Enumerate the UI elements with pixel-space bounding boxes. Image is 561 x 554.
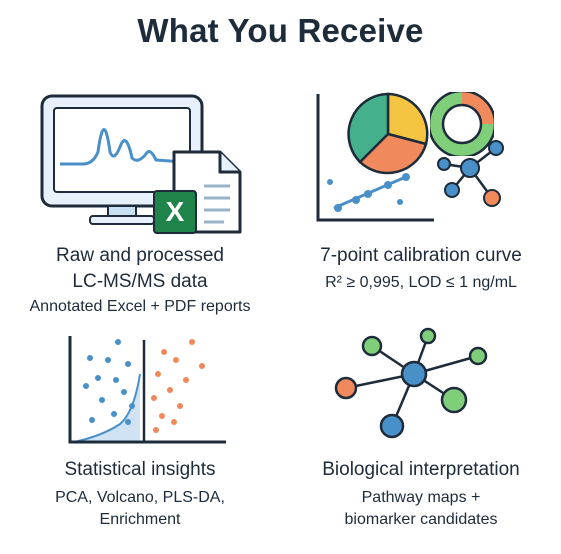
card-heading-line1: Raw and processed xyxy=(56,245,224,266)
card-detail-line1: Pathway maps + xyxy=(361,489,481,506)
card-heading-line1: Statistical insights xyxy=(64,459,216,480)
pathway-network-icon xyxy=(334,327,488,439)
card-detail-line1: R² ≥ 0,995, LOD ≤ 1 ng/mL xyxy=(325,274,517,291)
card-heading-line2: LC-MS/MS data xyxy=(72,271,208,292)
card-detail-line1: Annotated Excel + PDF reports xyxy=(29,298,251,315)
excel-badge-letter: X xyxy=(165,196,185,227)
monitor-chromatogram-icon xyxy=(40,94,204,225)
excel-file-icon: X xyxy=(153,190,197,234)
donut-chart-icon xyxy=(430,92,494,156)
network-icon xyxy=(437,140,504,207)
scatter-trend-icon xyxy=(316,94,434,222)
card-detail-line1: PCA, Volcano, PLS-DA, xyxy=(55,489,225,506)
card-detail-line2: biomarker candidates xyxy=(344,511,498,528)
card-heading-line1: 7-point calibration curve xyxy=(320,245,522,266)
volcano-plot-icon xyxy=(68,336,226,444)
pie-chart-icon xyxy=(347,92,429,175)
page-title: What You Receive xyxy=(137,12,424,49)
card-heading-line1: Biological interpretation xyxy=(322,459,520,480)
card-detail-line2: Enrichment xyxy=(99,511,181,528)
